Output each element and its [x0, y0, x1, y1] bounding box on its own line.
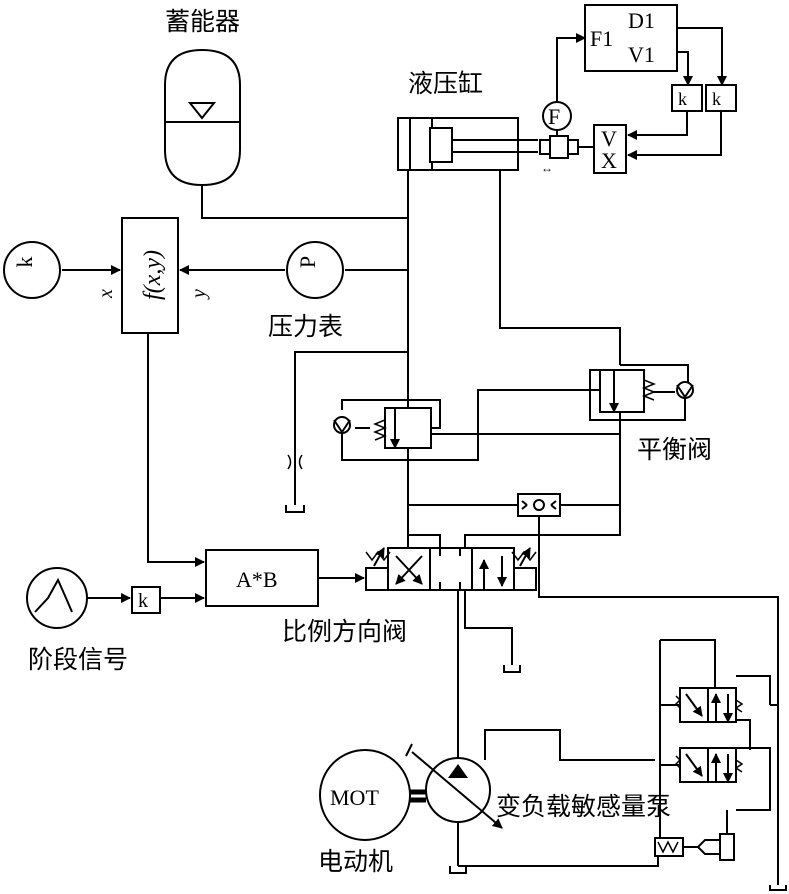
fxy-x-text: x [95, 289, 117, 299]
sensor-v-text: V [601, 126, 617, 151]
multiplier-block: A*B [205, 549, 365, 607]
proportional-valve-label: 比例方向阀 [282, 618, 407, 646]
pump-label: 变负载敏感量泵 [496, 793, 671, 821]
multiplier-text: A*B [236, 567, 278, 592]
stage-signal-label: 阶段信号 [28, 646, 128, 674]
f1-text: F1 [590, 26, 613, 51]
force-sensor-joint: ↔ [539, 135, 594, 175]
constant-k-source: k [3, 241, 121, 299]
stage-signal-source: k [26, 567, 205, 629]
pump-control-valves [654, 639, 778, 861]
accumulator-label: 蓄能器 [165, 8, 240, 36]
accumulator [164, 48, 408, 219]
hydraulic-cylinder [397, 117, 621, 365]
k-top-1-text: k [678, 89, 687, 109]
balance-valve-label: 平衡阀 [637, 436, 712, 464]
constant-k-text: k [12, 257, 37, 268]
electric-motor: MOT [319, 749, 426, 841]
v1-text: V1 [628, 42, 655, 67]
d1-text: D1 [628, 8, 655, 33]
gain-blocks-top: k k [627, 84, 737, 160]
proportional-directional-valve [365, 547, 537, 760]
joint-arrows-icon: ↔ [541, 161, 553, 175]
k-top-2-text: k [712, 89, 721, 109]
fxy-text: f(x,y) [140, 250, 166, 300]
balance-valve-right [431, 364, 694, 505]
f1-d1-v1-block: F1 D1 V1 [584, 4, 727, 86]
pressure-p-text: P [295, 256, 320, 268]
motion-sensor-vx: V X [593, 124, 627, 174]
valve-port-a [407, 505, 441, 548]
stage-gain-k-text: k [138, 590, 148, 612]
fxy-y-text: y [188, 289, 210, 300]
throttle-orifice [285, 351, 408, 513]
force-f-text: F [548, 104, 560, 129]
shuttle-valve [408, 493, 787, 891]
force-sensor-f: F [542, 33, 586, 136]
motor-label: 电动机 [318, 848, 393, 876]
valve-port-b [464, 505, 621, 548]
sensor-x-text: X [601, 148, 617, 173]
check-balance-valve-left [333, 389, 620, 505]
cylinder-label: 液压缸 [408, 70, 483, 98]
pressure-gauge: P [179, 241, 408, 299]
function-block-fxy: f(x,y) x y [95, 217, 210, 334]
motor-text: MOT [330, 785, 379, 810]
fxy-output-line [147, 333, 205, 567]
pressure-gauge-label: 压力表 [268, 313, 343, 341]
